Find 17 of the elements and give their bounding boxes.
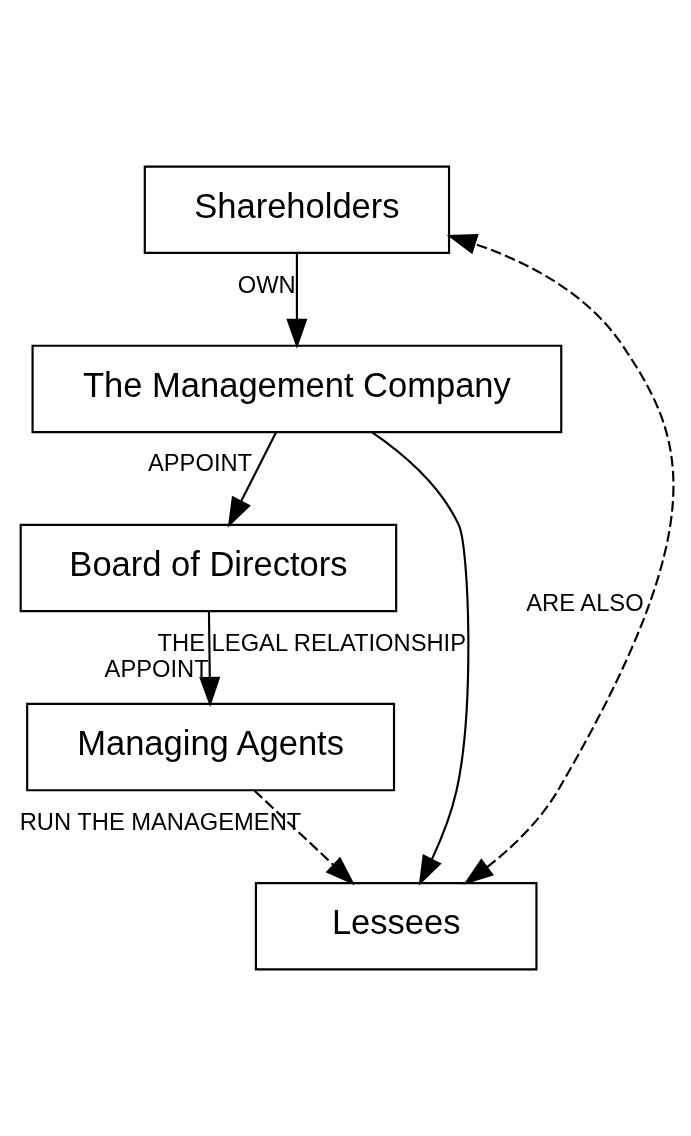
arrow [286, 253, 308, 349]
edge-label: OWN [237, 272, 296, 299]
edge-label: ARE ALSO [526, 589, 644, 616]
arrow [371, 431, 470, 886]
edge-label: APPOINT [104, 656, 209, 683]
edge-label: THE LEGAL RELATIONSHIP [157, 630, 467, 657]
edge-label: APPOINT [147, 450, 253, 477]
node-box: Managing Agents [26, 702, 396, 792]
arrow [199, 611, 221, 708]
node-box: Lessees [254, 881, 538, 971]
edge-label: RUN THE MANAGEMENT [19, 809, 302, 836]
arrow [253, 789, 355, 886]
arrow [227, 432, 277, 528]
node-box: The Management Company [31, 344, 563, 434]
node-box: Board of Directors [19, 523, 398, 613]
node-box: Shareholders [143, 165, 451, 255]
arrow [446, 234, 675, 885]
